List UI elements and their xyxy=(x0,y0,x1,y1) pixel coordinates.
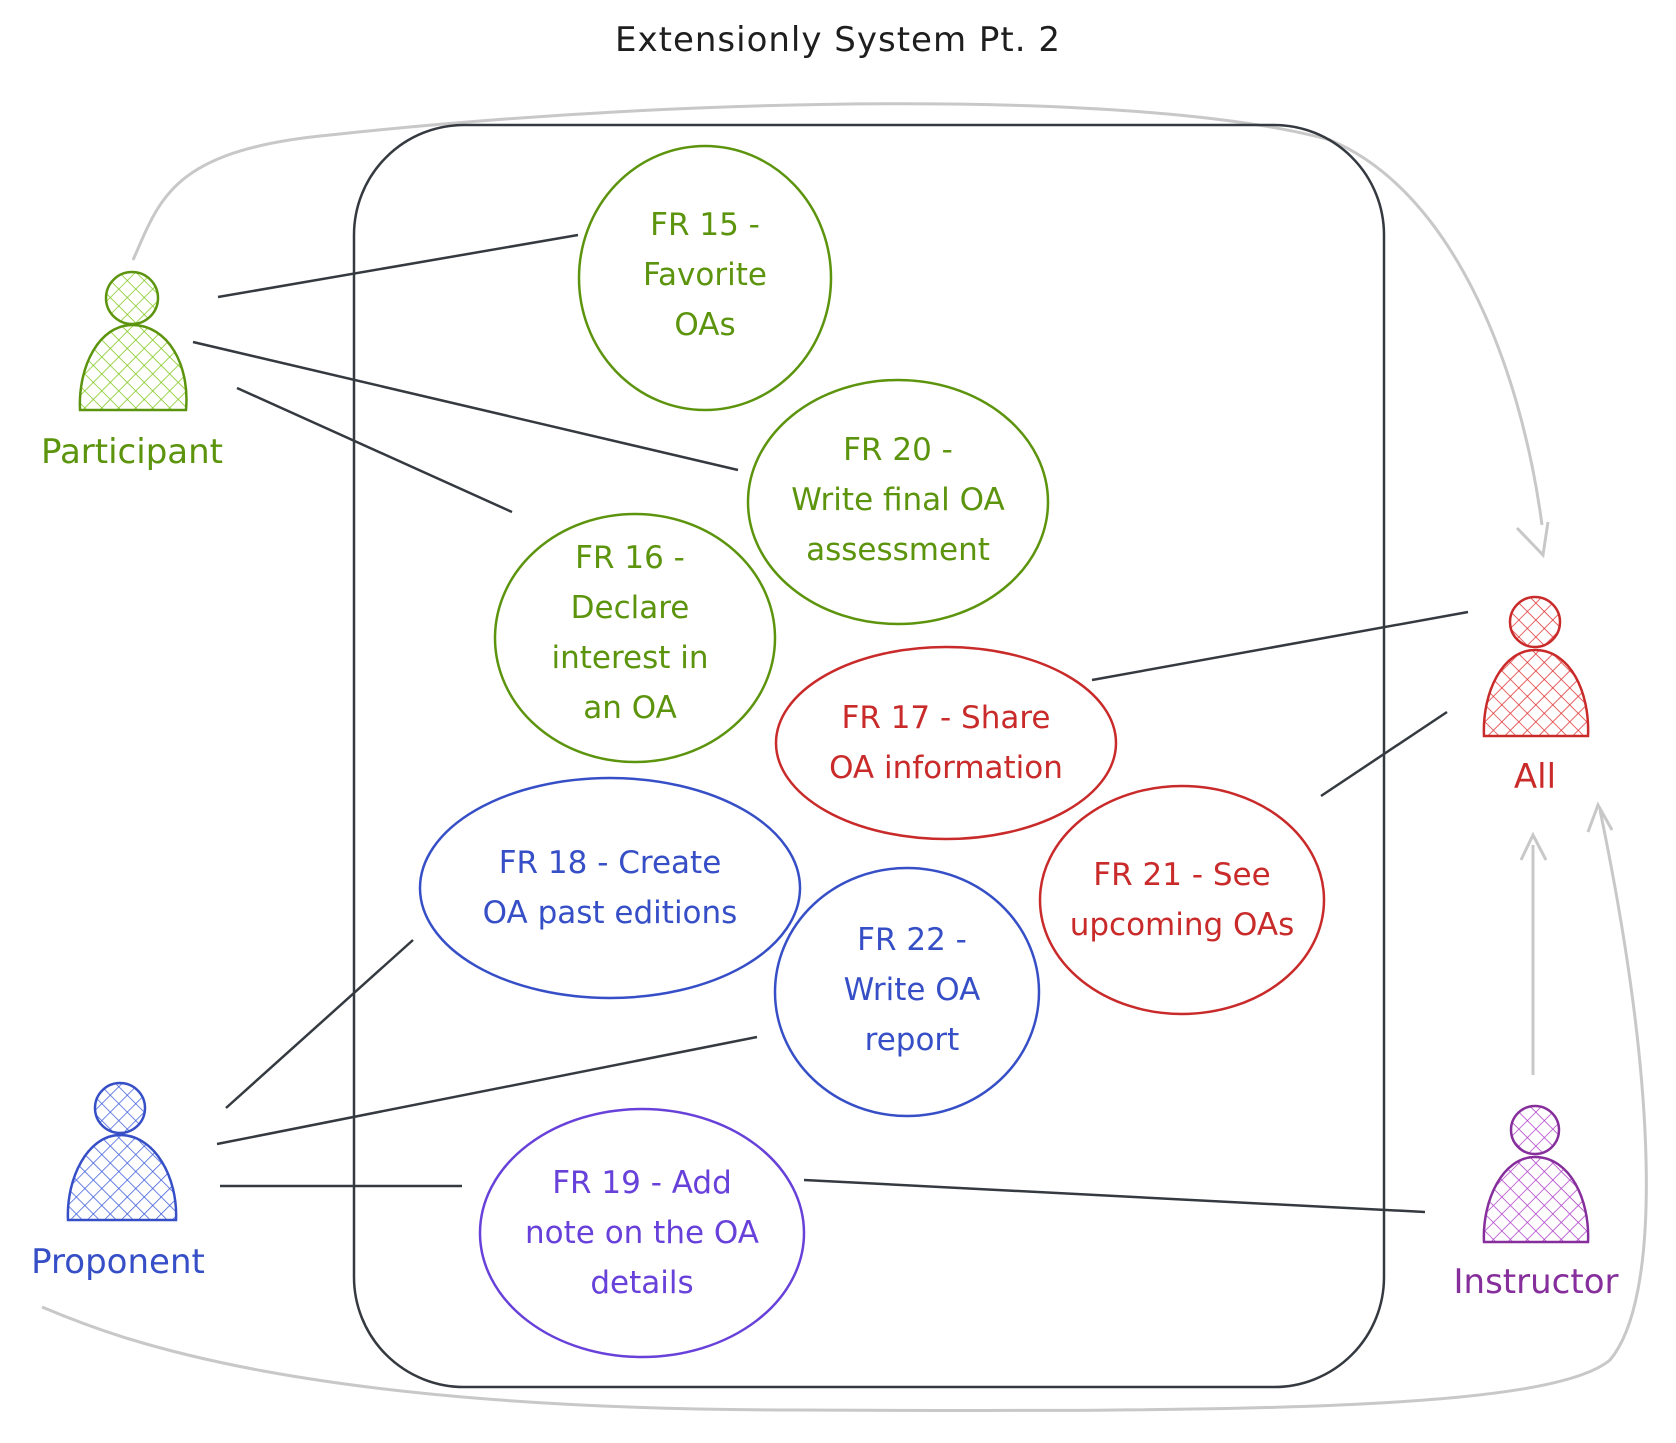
instructor-actor-icon[interactable] xyxy=(1482,1104,1590,1244)
usecase-fr21-line: upcoming OAs xyxy=(1069,907,1295,943)
usecase-fr21-label: FR 21 - See upcoming OAs xyxy=(1040,850,1324,950)
usecase-fr16-line: Declare xyxy=(570,590,690,626)
assoc-participant-fr20 xyxy=(192,340,739,472)
usecase-fr16-line: FR 16 - xyxy=(575,540,685,576)
usecase-fr17-line: FR 17 - Share xyxy=(841,700,1051,736)
usecase-fr22-line: FR 22 - xyxy=(857,922,967,958)
assoc-all-fr17 xyxy=(1091,610,1469,682)
usecase-fr20-line: Write final OA xyxy=(791,482,1005,518)
participant-generalization-arrowhead xyxy=(1515,521,1550,559)
participant-actor-icon[interactable] xyxy=(78,270,188,412)
usecase-fr20-ellipse[interactable] xyxy=(746,378,1050,626)
usecase-fr15-line: Favorite xyxy=(643,257,767,293)
usecase-fr21-line: FR 21 - See xyxy=(1093,857,1271,893)
assoc-all-fr21 xyxy=(1320,710,1448,798)
usecase-fr22-line: Write OA xyxy=(843,972,981,1008)
usecase-fr15-line: FR 15 - xyxy=(650,207,760,243)
assoc-participant-fr16 xyxy=(236,386,513,514)
usecase-fr16-ellipse[interactable] xyxy=(493,512,777,764)
participant-label: Participant xyxy=(40,432,223,472)
usecase-fr16-line: interest in xyxy=(551,640,709,676)
proponent-actor-icon[interactable] xyxy=(66,1081,178,1222)
instructor-generalization-arrowhead xyxy=(1519,831,1548,861)
usecase-fr17-ellipse[interactable] xyxy=(774,645,1118,841)
usecase-fr15-label: FR 15 - Favorite OAs xyxy=(585,200,825,350)
usecase-fr22-line: report xyxy=(864,1022,960,1058)
usecase-fr16-label: FR 16 - Declare interest in an OA xyxy=(505,533,755,733)
proponent-generalization-arrowhead xyxy=(1586,801,1614,833)
usecase-fr19-line: note on the OA xyxy=(525,1215,759,1251)
usecase-fr18-ellipse[interactable] xyxy=(418,776,802,1000)
usecase-fr18-line: OA past editions xyxy=(482,895,738,931)
proponent-label: Proponent xyxy=(31,1242,205,1282)
usecase-fr16-line: an OA xyxy=(583,690,677,726)
assoc-participant-fr15 xyxy=(217,233,579,299)
usecase-fr19-label: FR 19 - Add note on the OA details xyxy=(492,1158,792,1308)
usecase-fr20-line: FR 20 - xyxy=(843,432,953,468)
usecase-fr22-ellipse[interactable] xyxy=(773,866,1041,1118)
instructor-label: Instructor xyxy=(1453,1262,1619,1302)
usecase-fr21-ellipse[interactable] xyxy=(1038,784,1326,1016)
usecase-fr22-label: FR 22 - Write OA report xyxy=(797,915,1027,1065)
usecase-fr18-line: FR 18 - Create xyxy=(498,845,722,881)
usecase-fr19-line: FR 19 - Add xyxy=(552,1165,732,1201)
assoc-proponent-fr22 xyxy=(216,1035,758,1146)
usecase-fr18-label: FR 18 - Create OA past editions xyxy=(440,838,780,938)
usecase-fr20-line: assessment xyxy=(806,532,990,568)
diagram-title: Extensionly System Pt. 2 xyxy=(615,20,1061,60)
all-actor-icon[interactable] xyxy=(1482,595,1590,738)
association-lines xyxy=(192,233,1469,1214)
all-label: All xyxy=(1513,757,1557,797)
usecase-fr17-label: FR 17 - Share OA information xyxy=(786,693,1106,793)
assoc-proponent-fr18 xyxy=(225,939,414,1109)
usecase-fr17-line: OA information xyxy=(829,750,1063,786)
proponent-generalization-arrow xyxy=(41,809,1648,1412)
usecase-fr19-line: details xyxy=(590,1265,694,1301)
usecase-fr19-ellipse[interactable] xyxy=(478,1107,806,1359)
assoc-instructor-fr19 xyxy=(803,1178,1426,1214)
usecase-fr15-ellipse[interactable] xyxy=(577,144,833,412)
system-boundary xyxy=(352,123,1386,1389)
participant-generalization-arrow xyxy=(131,102,1544,526)
usecase-fr20-label: FR 20 - Write final OA assessment xyxy=(750,425,1046,575)
usecase-fr15-line: OAs xyxy=(674,307,736,343)
